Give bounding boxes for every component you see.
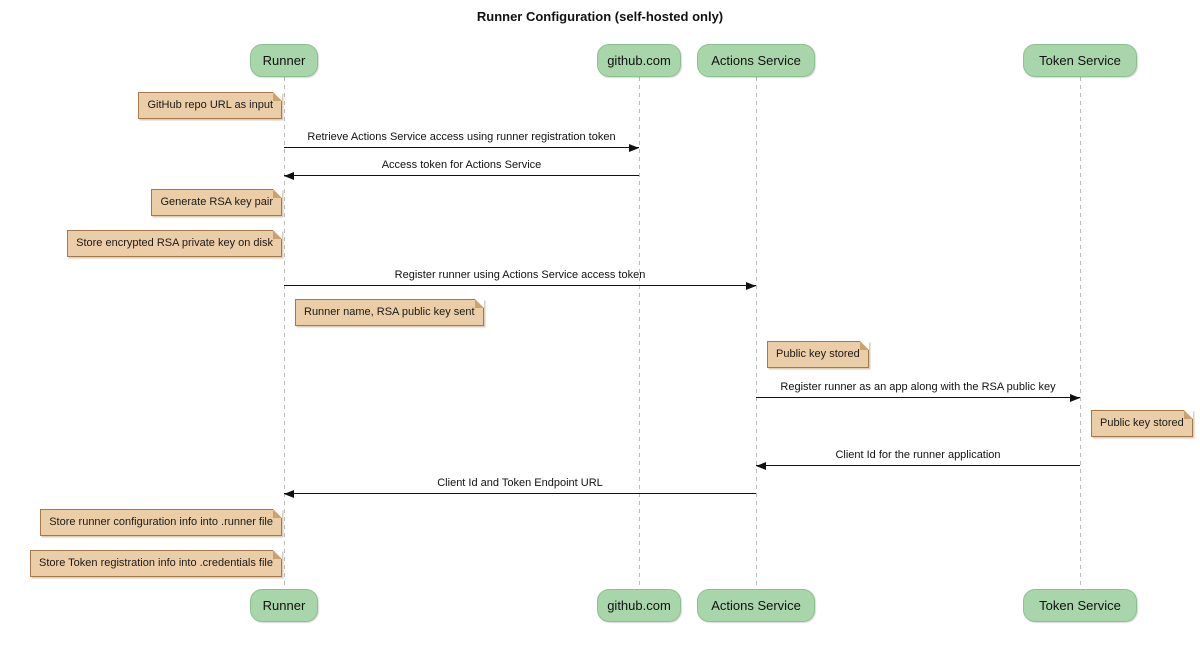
note-2: Store encrypted RSA private key on disk [67,230,282,257]
message-arrowhead-icon [284,172,294,180]
message-label-5: Client Id and Token Endpoint URL [437,477,603,489]
participant-top-github: github.com [597,44,681,77]
note-fold-icon [273,189,282,198]
note-1: Generate RSA key pair [151,189,282,216]
message-arrowhead-icon [756,462,766,470]
note-fold-icon [273,550,282,559]
message-line-0 [284,147,639,148]
diagram-title: Runner Configuration (self-hosted only) [476,9,724,24]
message-label-1: Access token for Actions Service [381,159,542,171]
message-label-3: Register runner as an app along with the… [780,381,1056,393]
lifeline-token-service [1080,77,1081,589]
message-arrowhead-icon [284,490,294,498]
note-4: Public key stored [767,341,869,368]
note-fold-icon [474,299,484,308]
message-line-5 [284,493,756,494]
note-6: Store runner configuration info into .ru… [40,509,282,536]
note-fold-icon [859,341,869,350]
participant-top-actions-service: Actions Service [697,44,815,77]
participant-top-runner: Runner [250,44,318,77]
note-fold-icon [273,509,282,518]
message-label-0: Retrieve Actions Service access using ru… [307,131,616,143]
message-line-1 [284,175,639,176]
participant-top-token-service: Token Service [1023,44,1137,77]
note-fold-icon [1183,410,1193,419]
participant-bottom-github: github.com [597,589,681,622]
note-3: Runner name, RSA public key sent [295,299,484,326]
message-arrowhead-icon [1070,394,1080,402]
lifeline-github [639,77,640,589]
message-line-3 [756,397,1080,398]
lifeline-actions-service [756,77,757,589]
participant-bottom-runner: Runner [250,589,318,622]
message-line-2 [284,285,756,286]
note-5: Public key stored [1091,410,1193,437]
message-label-4: Client Id for the runner application [835,449,1001,461]
message-label-2: Register runner using Actions Service ac… [394,269,646,281]
note-fold-icon [273,92,282,101]
message-arrowhead-icon [746,282,756,290]
lifeline-runner [284,77,285,589]
participant-bottom-token-service: Token Service [1023,589,1137,622]
participant-bottom-actions-service: Actions Service [697,589,815,622]
message-arrowhead-icon [629,144,639,152]
note-0: GitHub repo URL as input [138,92,282,119]
note-fold-icon [273,230,282,239]
message-line-4 [756,465,1080,466]
note-7: Store Token registration info into .cred… [30,550,282,577]
